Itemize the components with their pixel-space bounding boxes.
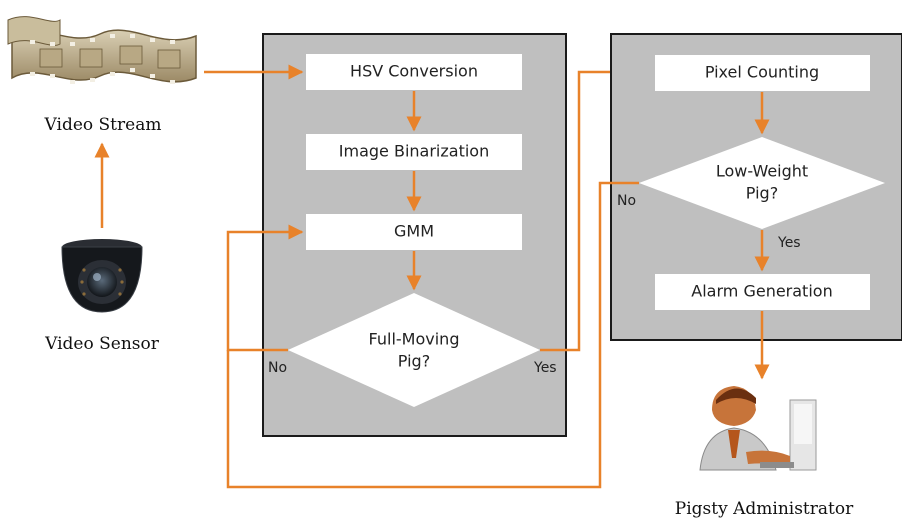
full-moving-no-label: No	[268, 360, 287, 376]
low-weight-no-label: No	[617, 193, 636, 209]
film-strip-icon	[7, 16, 197, 84]
pixel-counting-label: Pixel Counting	[705, 63, 819, 82]
low-weight-no-loop	[226, 181, 639, 489]
full-moving-yes-label: Yes	[533, 360, 557, 376]
image-binarization-label: Image Binarization	[339, 142, 489, 161]
gmm-label: GMM	[394, 222, 434, 241]
pixel-counting-box	[655, 55, 870, 91]
low-weight-line2: Pig?	[746, 184, 778, 203]
alarm-generation-label: Alarm Generation	[691, 282, 832, 301]
full-moving-line2: Pig?	[398, 352, 430, 371]
video-stream-label: Video Stream	[44, 115, 162, 135]
video-sensor-label: Video Sensor	[44, 334, 160, 354]
full-moving-line1: Full-Moving	[369, 330, 460, 349]
pigsty-administrator-label: Pigsty Administrator	[675, 499, 854, 519]
low-weight-yes-label: Yes	[777, 235, 801, 251]
gmm-box	[306, 214, 522, 250]
image-binarization-box	[306, 134, 522, 170]
hsv-conversion-label: HSV Conversion	[350, 62, 478, 81]
dome-camera-icon	[61, 239, 143, 313]
alarm-generation-box	[655, 274, 870, 310]
low-weight-decision	[639, 137, 885, 229]
hsv-conversion-box	[306, 54, 522, 90]
low-weight-line1: Low-Weight	[716, 162, 808, 181]
full-moving-no-loop	[226, 224, 304, 352]
administrator-icon	[699, 386, 817, 471]
full-moving-decision	[288, 293, 540, 407]
